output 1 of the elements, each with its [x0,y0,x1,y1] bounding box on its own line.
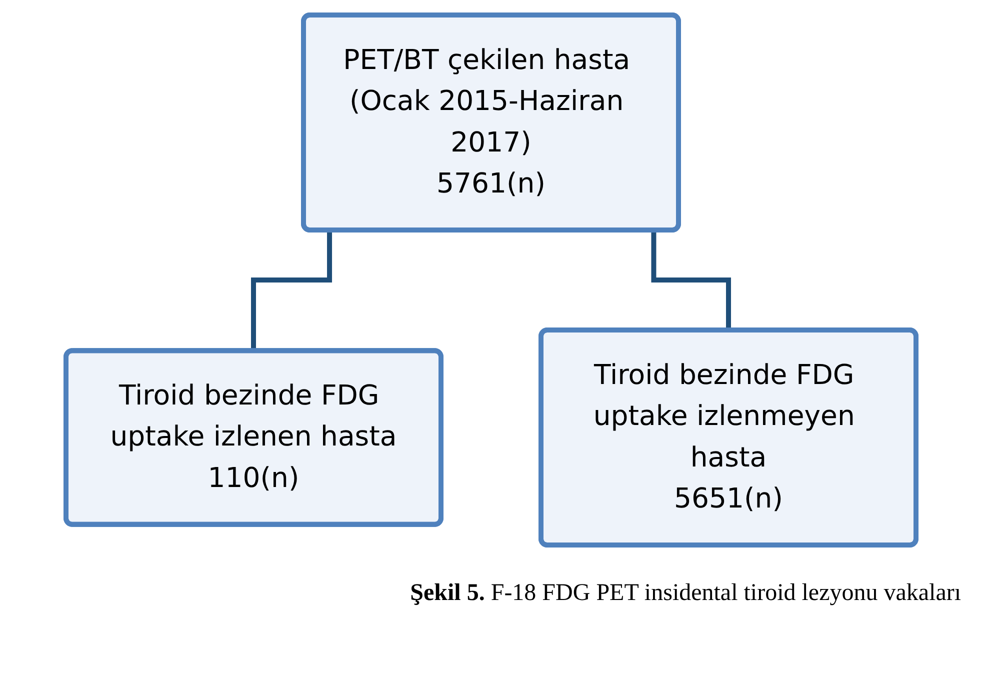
figure-caption: Şekil 5. F-18 FDG PET insidental tiroid lezyonu vakaları [410,580,962,607]
